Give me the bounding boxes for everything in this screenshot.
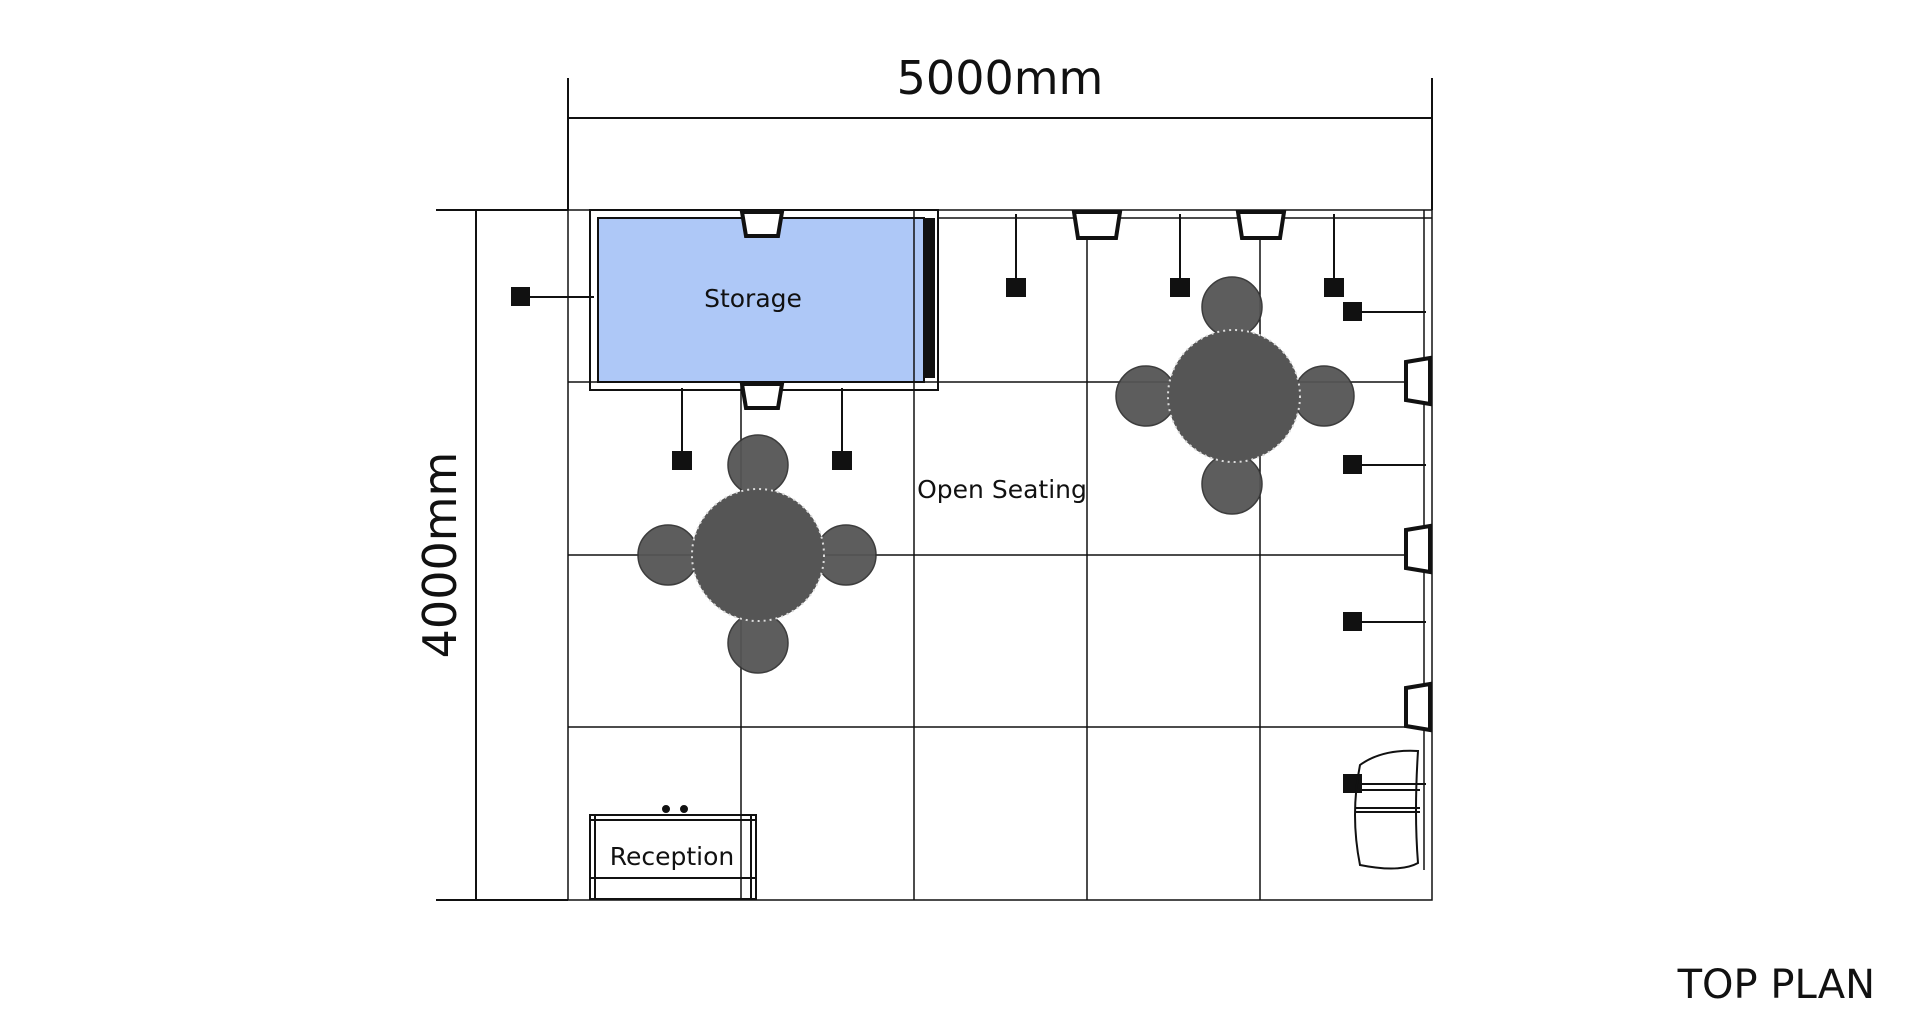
width-dimension (567, 78, 1433, 210)
armchair-icon (1354, 749, 1420, 870)
drawing-title: TOP PLAN (1677, 962, 1875, 1008)
storage-door (925, 218, 935, 378)
chair-icon (1201, 276, 1263, 338)
table-set-left (637, 434, 877, 674)
chair-icon (637, 524, 699, 586)
depth-dimension (436, 209, 568, 901)
spotlight-icon (511, 214, 1426, 793)
chair-icon (1201, 453, 1263, 515)
width-dimension-label: 5000mm (897, 51, 1104, 105)
wall-speaker-icon (739, 210, 1287, 410)
chair-icon (727, 434, 789, 496)
chair-icon (1293, 365, 1355, 427)
open-seating-label: Open Seating (917, 475, 1087, 504)
storage-label: Storage (704, 284, 802, 313)
reception-label: Reception (610, 842, 735, 871)
wall-speaker-icon (1404, 355, 1432, 733)
round-table-icon (1167, 329, 1301, 463)
round-table-icon (691, 488, 825, 622)
chair-icon (1115, 365, 1177, 427)
reception-desk (589, 805, 757, 900)
depth-dimension-label: 4000mm (413, 452, 467, 659)
table-set-right (1115, 276, 1355, 515)
